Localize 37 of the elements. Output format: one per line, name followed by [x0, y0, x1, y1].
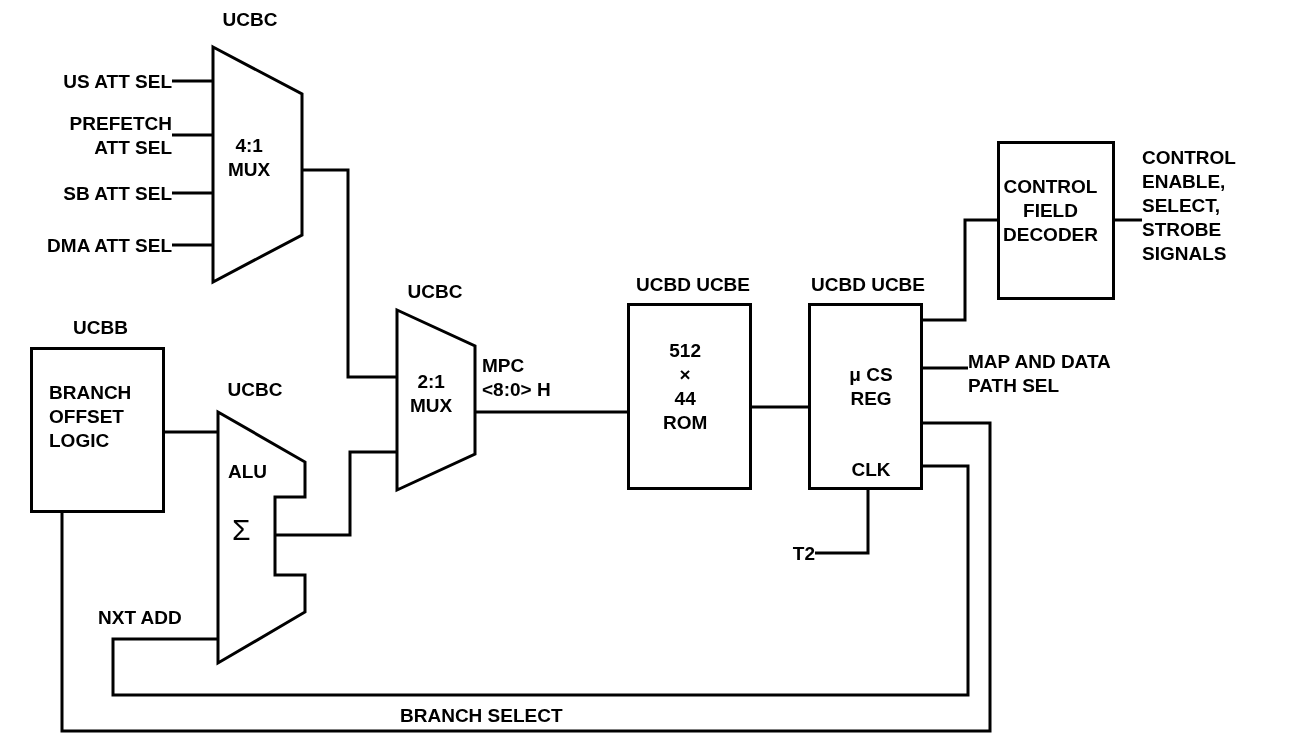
signal-label: CONTROL ENABLE, SELECT, STROBE SIGNALS [1142, 146, 1236, 266]
wire [172, 191, 213, 195]
block-label: Σ [232, 512, 252, 548]
chip-label: UCBD UCBE [810, 273, 926, 297]
signal-label: MAP AND DATA PATH SEL [968, 350, 1138, 398]
wire [302, 168, 397, 379]
block-label: 2:1 MUX [410, 370, 453, 418]
wire [60, 421, 992, 733]
decoder-block [997, 141, 1115, 300]
chip-label: UCBB [72, 316, 129, 340]
wire [923, 366, 968, 370]
signal-label: DMA ATT SEL [30, 234, 172, 258]
chip-label: UCBC [226, 378, 284, 402]
wire [752, 405, 808, 409]
block-label: 4:1 MUX [228, 134, 271, 182]
signal-label: T2 [770, 542, 815, 566]
signal-label: PREFETCH ATT SEL [30, 112, 172, 160]
block-label: CONTROL FIELD DECODER [1003, 175, 1098, 247]
wire [475, 410, 627, 414]
wire [172, 79, 213, 83]
wire [172, 243, 213, 247]
chip-label: UCBC [406, 280, 464, 304]
block-label: μ CS REG [848, 363, 894, 411]
signal-label: US ATT SEL [30, 70, 172, 94]
wire [815, 490, 870, 555]
block-label: 512 × 44 ROM [663, 339, 708, 435]
wire [1115, 218, 1142, 222]
wire [172, 133, 213, 137]
block-label: CLK [850, 458, 892, 482]
block-label: ALU [228, 460, 269, 484]
signal-label: SB ATT SEL [30, 182, 172, 206]
wire [923, 218, 997, 322]
chip-label: UCBC [221, 8, 279, 32]
chip-label: UCBD UCBE [635, 273, 751, 297]
wire [111, 464, 970, 697]
wire [165, 430, 218, 434]
block-label: BRANCH OFFSET LOGIC [49, 381, 132, 453]
